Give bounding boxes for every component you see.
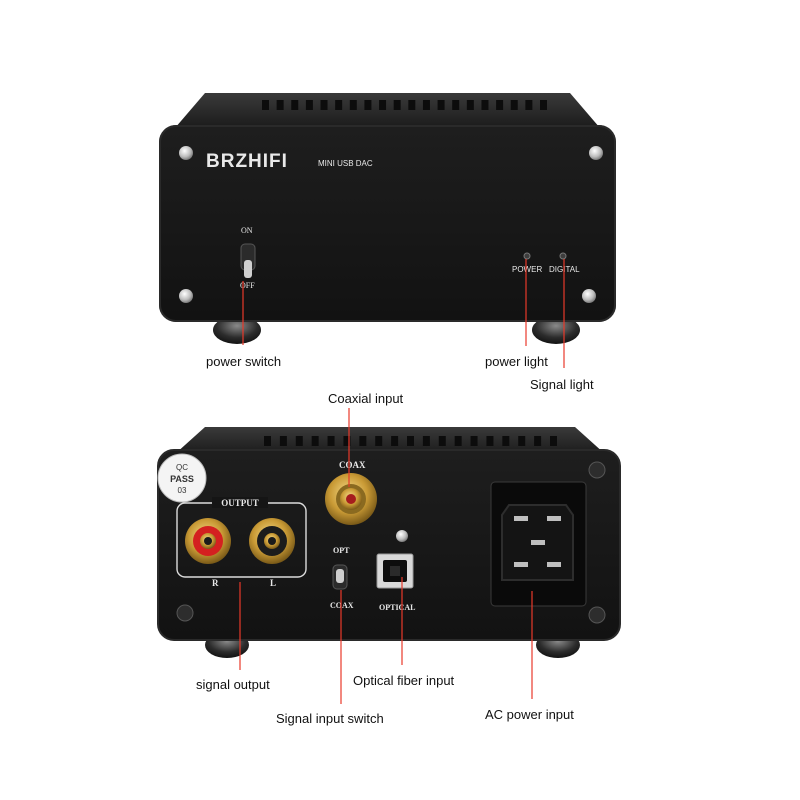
vent-slot [518, 436, 526, 446]
vent-slot [550, 436, 557, 446]
svg-text:PASS: PASS [170, 474, 194, 484]
switch-opt-label: OPT [333, 546, 350, 555]
vent-slot [470, 436, 478, 446]
vent-slot [534, 436, 542, 446]
vent-slot [279, 436, 287, 446]
back-screw-icon [176, 604, 194, 622]
channel-l-label: L [270, 578, 276, 588]
front-screw-icon [179, 289, 193, 303]
optical-fiber-input-caption: Optical fiber input [353, 673, 455, 688]
front-screw-icon [589, 146, 603, 160]
vent-slot [349, 100, 357, 110]
vent-slot [502, 436, 510, 446]
vent-slot [454, 436, 462, 446]
power-switch-caption: power switch [206, 354, 282, 369]
vent-slot [486, 436, 494, 446]
vent-slot [295, 436, 303, 446]
svg-text:03: 03 [178, 486, 187, 495]
front-left-foot [213, 316, 261, 344]
vent-slot [393, 100, 401, 110]
vent-slot [408, 100, 416, 110]
signal-input-switch-caption: Signal input switch [276, 711, 384, 726]
vent-slot [343, 436, 351, 446]
vent-slot [311, 436, 319, 446]
rca-left-output[interactable] [249, 518, 295, 564]
back-screw-icon [396, 530, 408, 542]
vent-slot [438, 436, 446, 446]
back-screw-icon [588, 606, 606, 624]
vent-slot [525, 100, 533, 110]
front-screw-icon [582, 289, 596, 303]
ac-power-inlet[interactable] [490, 481, 587, 607]
brand-logo: BRZHIFI [206, 151, 288, 172]
front-unit: BRZHIFI MINI USB DAC ON OFF POWER DIGITA… [159, 93, 616, 344]
led-power-label: POWER [512, 265, 542, 274]
vent-slot [437, 100, 445, 110]
vent-slot [466, 100, 474, 110]
vent-slot [327, 436, 335, 446]
vent-slot [510, 100, 518, 110]
vent-slot [379, 100, 387, 110]
vent-slot [335, 100, 343, 110]
coax-input-label: COAX [339, 460, 366, 470]
back-screw-icon [588, 461, 606, 479]
vent-slot [540, 100, 547, 110]
svg-text:QC: QC [176, 463, 188, 472]
channel-r-label: R [212, 578, 219, 588]
ac-power-input-caption: AC power input [485, 707, 574, 722]
vent-slot [305, 100, 313, 110]
back-unit-vents [264, 436, 557, 446]
power-led-icon [523, 252, 531, 260]
vent-slot [262, 100, 269, 110]
vent-slot [359, 436, 367, 446]
switch-off-label: OFF [240, 281, 255, 290]
vent-slot [496, 100, 504, 110]
output-label: OUTPUT [221, 498, 259, 508]
back-unit: QC PASS 03 OUTPUT R L COAX [157, 427, 621, 658]
annotation-lines [239, 259, 565, 704]
front-right-foot [532, 316, 580, 344]
qc-pass-sticker: QC PASS 03 [157, 453, 207, 503]
power-light-caption: power light [485, 354, 548, 369]
switch-coax-label: COAX [330, 601, 354, 610]
vent-slot [291, 100, 299, 110]
optical-input-port[interactable] [376, 553, 414, 589]
digital-led-icon [559, 252, 567, 260]
rca-right-output[interactable] [185, 518, 231, 564]
vent-slot [422, 100, 430, 110]
power-toggle-lever[interactable] [244, 260, 252, 278]
coaxial-input-caption: Coaxial input [328, 391, 404, 406]
vent-slot [452, 100, 460, 110]
model-name: MINI USB DAC [318, 159, 373, 168]
optical-label: OPTICAL [379, 603, 415, 612]
coaxial-input-jack[interactable] [325, 473, 377, 525]
vent-slot [481, 100, 489, 110]
back-unit-top-cover [175, 427, 605, 454]
vent-slot [364, 100, 372, 110]
vent-slot [407, 436, 414, 446]
front-unit-top-cover [175, 93, 600, 128]
vent-slot [276, 100, 284, 110]
switch-on-label: ON [241, 226, 253, 235]
front-unit-vents [262, 100, 547, 110]
vent-slot [375, 436, 383, 446]
vent-slot [422, 436, 430, 446]
signal-output-caption: signal output [196, 677, 270, 692]
vent-slot [320, 100, 328, 110]
signal-input-switch-lever[interactable] [336, 569, 344, 583]
vent-slot [264, 436, 271, 446]
front-screw-icon [179, 146, 193, 160]
signal-light-caption: Signal light [530, 377, 594, 392]
vent-slot [391, 436, 399, 446]
